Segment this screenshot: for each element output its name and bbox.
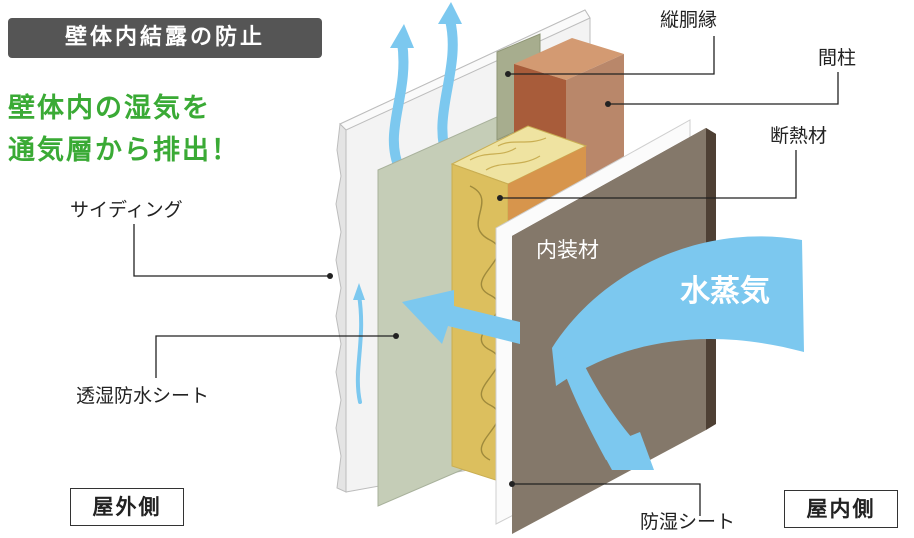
label-interior-finish: 内装材 bbox=[536, 238, 599, 262]
vapor-through-wall-arrow bbox=[402, 290, 520, 344]
label-insulation: 断熱材 bbox=[770, 125, 828, 147]
label-furring-strip: 縦胴縁 bbox=[660, 9, 718, 31]
label-breathable-membrane: 透湿防水シート bbox=[76, 385, 210, 407]
exterior-side-box: 屋外側 bbox=[70, 488, 184, 526]
title-badge: 壁体内結露の防止 bbox=[8, 18, 322, 58]
leader-dots bbox=[327, 71, 611, 487]
interior-side-box: 屋内側 bbox=[784, 490, 898, 528]
headline-line-1: 壁体内の湿気を bbox=[8, 93, 211, 124]
label-water-vapor: 水蒸気 bbox=[680, 274, 770, 309]
label-stud: 間柱 bbox=[818, 47, 857, 69]
water-vapor-arrow bbox=[552, 236, 804, 470]
label-siding: サイディング bbox=[70, 199, 183, 221]
headline-line-2: 通気層から排出！ bbox=[8, 135, 240, 166]
leader-lines bbox=[133, 36, 839, 516]
label-vapor-barrier: 防湿シート bbox=[640, 511, 736, 533]
